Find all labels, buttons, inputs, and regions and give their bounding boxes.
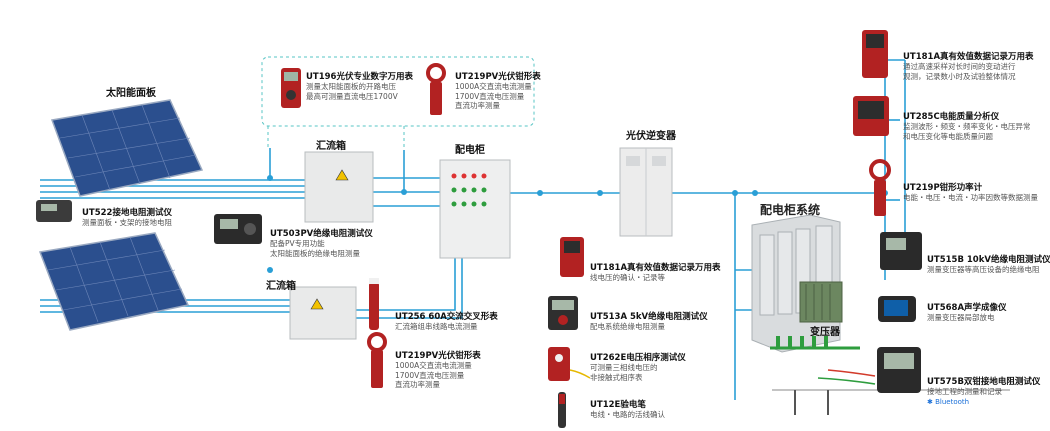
ut513a-caption: UT513A 5kV绝缘电阻测试仪 配电系统绝缘电阻测量 — [590, 312, 708, 332]
ut219pv-top-title: UT219PV光伏钳形表 — [455, 72, 541, 82]
ut219p-caption: UT219P钳形功率计 电能・电压・电流・功率因数等数据测量 — [903, 183, 1038, 203]
ut181a-top-desc-2: 观测，记录数小时及试验整体情况 — [903, 71, 1016, 81]
distribution-cabinet-icon — [439, 159, 511, 259]
ut575b-desc-1: 接地工程的测量和记录 — [927, 387, 1002, 396]
pv-inverter-icon — [619, 147, 673, 237]
ut181a-mid-meter-icon — [560, 237, 584, 277]
ut513a-tester-icon — [548, 296, 578, 330]
combiner-box-bottom-label: 汇流箱 — [266, 281, 296, 292]
ut196-meter-icon — [281, 68, 301, 108]
combiner-box-top-icon — [304, 151, 374, 223]
ut196-desc-2: 最高可测量直流电压1700V — [306, 91, 398, 101]
ut256-title: UT256 60A交流交叉形表 — [395, 312, 498, 322]
solar-panel-bottom-icon — [38, 232, 190, 331]
ut219pv-top-desc-2: 1700V直流电压测量 — [455, 91, 525, 101]
ut515b-title: UT515B 10kV绝缘电阻测试仪 — [927, 255, 1050, 265]
ut12e-desc-1: 电线・电路的活线确认 — [590, 410, 665, 419]
ut262e-caption: UT262E电压相序测试仪 可测量三相线电压的 非接触式相序表 — [590, 353, 686, 382]
wire-junctions — [267, 175, 888, 273]
ut196-title: UT196光伏专业数字万用表 — [306, 72, 413, 82]
ut181a-top-desc-1: 通过高速采样对长时间的变动进行 — [903, 62, 1016, 71]
ut568a-desc-1: 测量变压器局部放电 — [927, 313, 995, 322]
ut285c-analyzer-icon — [853, 96, 889, 136]
solar-panel-label: 太阳能面板 — [106, 88, 156, 99]
ut219pv-bottom-clamp-icon — [367, 332, 387, 388]
ut219pv-bottom-title: UT219PV光伏钳形表 — [395, 351, 481, 361]
ut219pv-bottom-desc-3: 直流功率测量 — [395, 380, 440, 389]
combiner-box-bottom-icon — [289, 286, 357, 340]
solar-panel-top-icon — [50, 99, 204, 197]
ut219pv-bottom-desc-2: 1700V直流电压测量 — [395, 370, 465, 380]
ut568a-imager-icon — [878, 296, 916, 322]
ut522-caption: UT522接地电阻测试仪 测量面板・支架的接地电阻 — [82, 208, 172, 228]
ut285c-title: UT285C电能质量分析仪 — [903, 112, 1000, 122]
distribution-cabinet-label: 配电柜 — [455, 145, 485, 156]
ut262e-tester-icon — [548, 347, 591, 381]
ut568a-caption: UT568A声学成像仪 测量变压器局部放电 — [927, 303, 1007, 323]
ut181a-top-title: UT181A真有效值数据记录万用表 — [903, 52, 1034, 62]
ut181a-mid-title: UT181A真有效值数据记录万用表 — [590, 263, 721, 273]
ut515b-desc-1: 测量变压器等高压设备的绝缘电阻 — [927, 265, 1040, 274]
ut515b-caption: UT515B 10kV绝缘电阻测试仪 测量变压器等高压设备的绝缘电阻 — [927, 255, 1050, 275]
ut522-desc-1: 测量面板・支架的接地电阻 — [82, 218, 172, 227]
ut503pv-title: UT503PV绝缘电阻测试仪 — [270, 229, 373, 239]
ut181a-top-meter-icon — [862, 30, 888, 78]
ut219pv-bottom-caption: UT219PV光伏钳形表 1000A交直流电流测量 1700V直流电压测量 直流… — [395, 351, 481, 390]
ut568a-title: UT568A声学成像仪 — [927, 303, 1007, 313]
ut262e-desc-1: 可测量三相线电压的 — [590, 363, 658, 372]
ut513a-desc-1: 配电系统绝缘电阻测量 — [590, 322, 665, 331]
ut181a-top-caption: UT181A真有效值数据记录万用表 通过高速采样对长时间的变动进行 观测，记录数… — [903, 52, 1034, 81]
pv-inverter-label: 光伏逆变器 — [626, 131, 676, 142]
ut256-caption: UT256 60A交流交叉形表 汇流箱组串线路电流测量 — [395, 312, 498, 332]
bluetooth-badge: ✱ Bluetooth — [927, 397, 1040, 407]
ut575b-title: UT575B双钳接地电阻测试仪 — [927, 377, 1041, 387]
ut196-desc-1: 测量太阳能面板的开路电压 — [306, 82, 396, 91]
ut503pv-desc-2: 太阳能面板的绝缘电阻测量 — [270, 248, 360, 258]
ut219p-desc-1: 电能・电压・电流・功率因数等数据测量 — [903, 193, 1038, 202]
ut219p-clamp-icon — [869, 159, 891, 216]
ut181a-mid-desc-1: 线电压的确认・记录等 — [590, 273, 665, 282]
ut12e-caption: UT12E验电笔 电线・电路的活线确认 — [590, 400, 665, 420]
ut285c-desc-2: 和电压变化等电能质量问题 — [903, 131, 993, 141]
ut503pv-tester-icon — [214, 214, 262, 244]
ut219pv-top-desc-3: 直流功率测量 — [455, 101, 500, 110]
ut285c-desc-1: 监测波形・频变・频率变化・电压异常 — [903, 122, 1031, 131]
ut219pv-bottom-desc-1: 1000A交直流电流测量 — [395, 361, 472, 370]
ut503pv-desc-1: 配备PV专用功能 — [270, 239, 325, 248]
ut12e-pen-icon — [558, 392, 566, 428]
ut522-tester-icon — [36, 200, 72, 222]
ut256-desc-1: 汇流箱组串线路电流测量 — [395, 322, 478, 331]
ut219pv-top-desc-1: 1000A交直流电流测量 — [455, 82, 532, 91]
ut503pv-caption: UT503PV绝缘电阻测试仪 配备PV专用功能 太阳能面板的绝缘电阻测量 — [270, 229, 373, 258]
ut513a-title: UT513A 5kV绝缘电阻测试仪 — [590, 312, 708, 322]
ut575b-caption: UT575B双钳接地电阻测试仪 接地工程的测量和记录 ✱ Bluetooth — [927, 377, 1040, 407]
bluetooth-label: Bluetooth — [935, 397, 970, 406]
cabinet-system-label: 配电柜系统 — [760, 203, 821, 217]
ut262e-title: UT262E电压相序测试仪 — [590, 353, 686, 363]
ut181a-mid-caption: UT181A真有效值数据记录万用表 线电压的确认・记录等 — [590, 263, 721, 283]
ut575b-tester-icon — [877, 347, 921, 393]
ut12e-title: UT12E验电笔 — [590, 400, 646, 410]
transformer-icon — [799, 281, 843, 323]
ut219pv-top-clamp-icon — [426, 63, 446, 115]
ut262e-desc-2: 非接触式相序表 — [590, 372, 643, 382]
ut219pv-top-caption: UT219PV光伏钳形表 1000A交直流电流测量 1700V直流电压测量 直流… — [455, 72, 541, 111]
ut285c-caption: UT285C电能质量分析仪 监测波形・频变・频率变化・电压异常 和电压变化等电能… — [903, 112, 1031, 141]
ut515b-tester-icon — [880, 232, 922, 270]
combiner-box-top-label: 汇流箱 — [316, 141, 346, 152]
ut219p-title: UT219P钳形功率计 — [903, 183, 983, 193]
transformer-label: 变压器 — [810, 327, 840, 338]
ut256-clamp-icon — [369, 278, 379, 330]
bluetooth-icon: ✱ — [927, 397, 933, 406]
ut522-title: UT522接地电阻测试仪 — [82, 208, 172, 218]
ut196-caption: UT196光伏专业数字万用表 测量太阳能面板的开路电压 最高可测量直流电压170… — [306, 72, 413, 101]
